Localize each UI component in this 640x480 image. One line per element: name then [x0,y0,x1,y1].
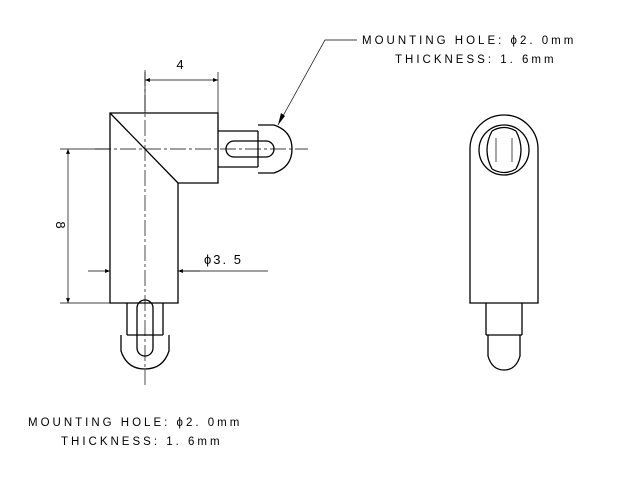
bottom-note-thickness: THICKNESS: 1. 6mm [61,436,223,448]
side-pin-right [218,124,293,174]
front-pin-bottom [485,303,523,371]
top-note: MOUNTING HOLE: ϕ2. 0mm THICKNESS: 1. 6mm [362,35,576,66]
bottom-note: MOUNTING HOLE: ϕ2. 0mm THICKNESS: 1. 6mm [28,417,242,448]
dim-height-label: 8 [53,221,68,230]
dim-width-label: 4 [176,57,185,72]
side-view: 4 8 ϕ3. 5 [53,39,357,385]
top-note-hole: MOUNTING HOLE: ϕ2. 0mm [362,35,576,47]
bottom-note-hole: MOUNTING HOLE: ϕ2. 0mm [28,417,242,429]
side-pin-bottom [120,299,170,370]
top-note-thickness: THICKNESS: 1. 6mm [395,54,557,66]
front-view [469,114,539,371]
dim-diameter-label: ϕ3. 5 [204,252,243,267]
